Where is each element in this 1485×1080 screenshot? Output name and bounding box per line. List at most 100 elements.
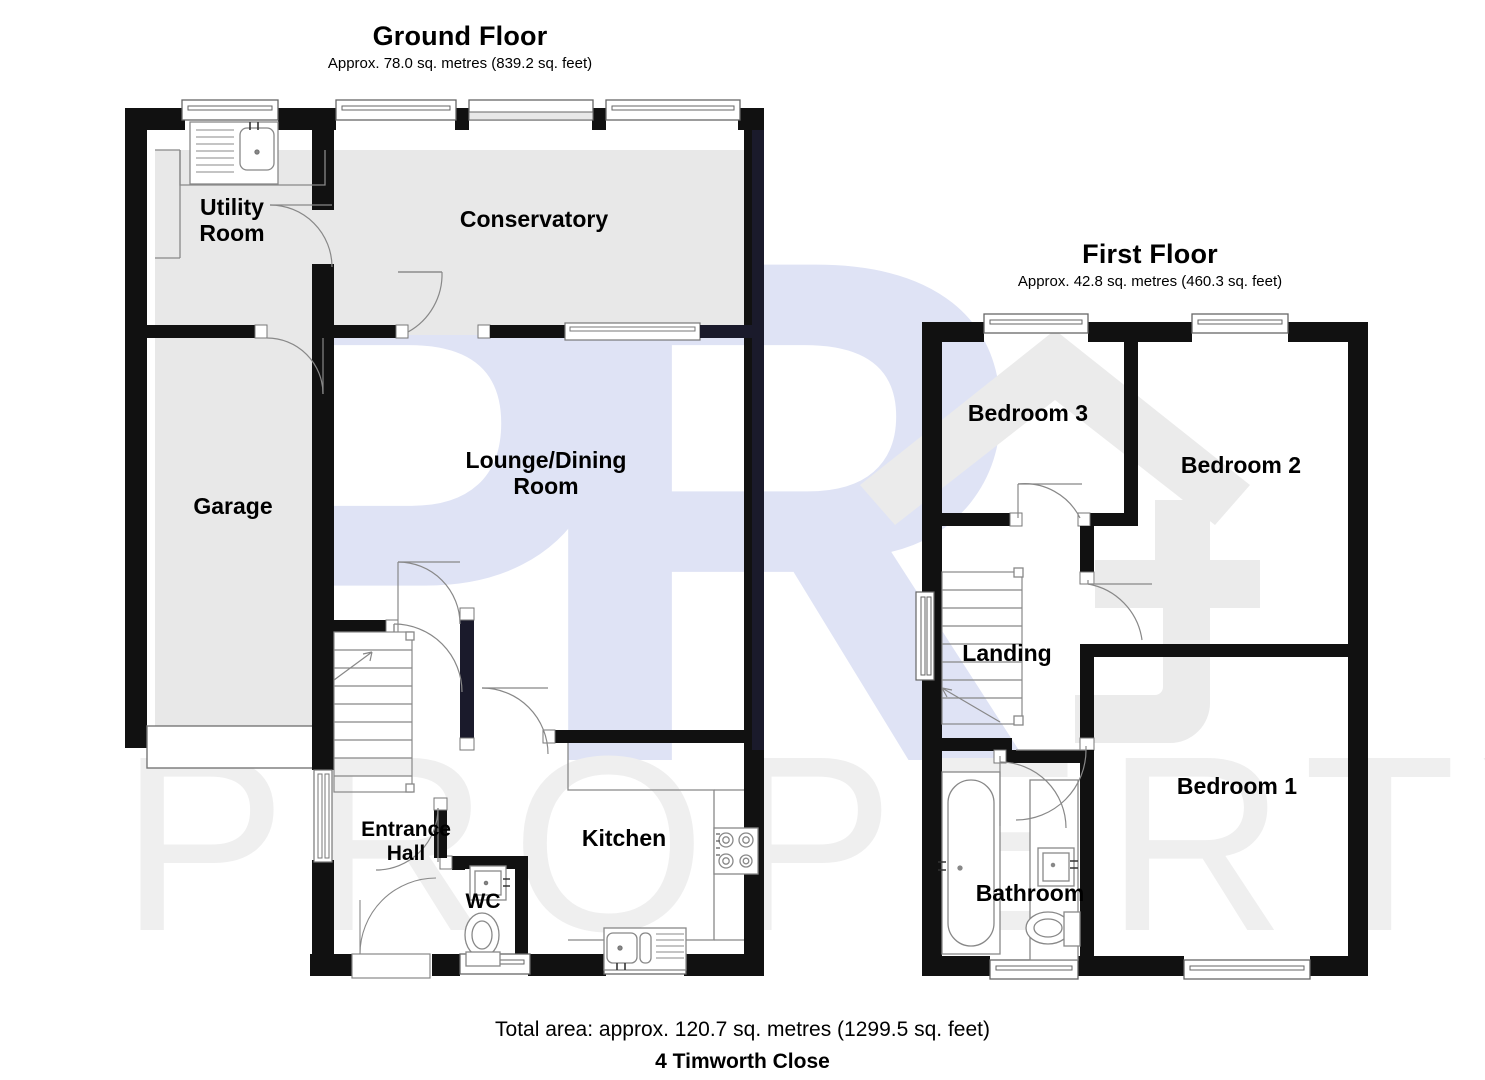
door-swing-cons xyxy=(407,271,443,333)
ff-wall-top-a xyxy=(922,322,984,342)
utility-drainer xyxy=(196,129,234,173)
gf-door-jamb-lounge-top xyxy=(459,607,475,621)
gf-wall-top-a xyxy=(125,108,185,130)
room-label-entrance-hall: Entrance Hall xyxy=(361,818,451,865)
ff-wall-top-c xyxy=(1288,322,1368,342)
door-swing-utility xyxy=(269,204,333,268)
gf-window-hall-pane xyxy=(317,773,323,859)
gf-window-cons-2-pane xyxy=(468,111,594,121)
gf-window-cons-3-pane xyxy=(611,105,735,111)
ff-wall-bathroom-right xyxy=(1080,763,1094,958)
door-swing-lounge-hall xyxy=(397,561,461,625)
gf-wall-cons-b xyxy=(490,325,565,338)
bathroom-toilet-cistern xyxy=(1063,911,1081,947)
gf-door-jamb-cons2 xyxy=(477,324,491,339)
ff-wall-bathroom-top-a xyxy=(942,738,1008,751)
gf-wall-wc-left xyxy=(452,856,465,870)
room-label-lounge-dining: Lounge/Dining Room xyxy=(465,447,627,499)
ff-wall-top-b xyxy=(1088,322,1192,342)
kitchen-drainer xyxy=(656,933,684,959)
conservatory-floor-shading xyxy=(325,150,755,335)
ff-wall-bed3-bottom-a xyxy=(942,513,1010,526)
gf-wall-top-c xyxy=(455,108,469,130)
ff-wall-bed2-bed1 xyxy=(1094,644,1350,657)
gf-window-cons-pane xyxy=(569,326,696,332)
gf-wall-top-d xyxy=(592,108,606,130)
kitchen-worktop-edge xyxy=(714,789,744,941)
ff-wall-bottom-b xyxy=(1078,956,1184,976)
ff-door-jamb-landing xyxy=(1079,571,1095,585)
ff-wall-bottom-c xyxy=(1310,956,1368,976)
gf-garage-corner xyxy=(125,726,147,748)
gf-wall-kitchen-top xyxy=(555,730,745,743)
gf-window-hall-pane2 xyxy=(324,773,330,859)
ff-wall-right xyxy=(1348,322,1368,976)
gf-door-jamb-lounge-bot xyxy=(459,737,475,751)
gf-wall-utility-right-bot xyxy=(312,264,334,334)
gf-wall-top-b xyxy=(278,108,336,130)
door-swing-garage xyxy=(266,337,324,395)
gf-wall-bottom-c xyxy=(528,954,606,976)
watermark-word: PROPERTY xyxy=(120,704,1485,983)
gf-wall-spine-lower-b xyxy=(312,860,334,976)
bathroom-basin-bowl xyxy=(1042,852,1070,882)
front-door xyxy=(351,877,437,979)
room-label-bathroom: Bathroom xyxy=(975,880,1085,906)
ff-wall-bed3-bottom-b xyxy=(1090,513,1138,526)
gf-wall-bottom-b xyxy=(432,954,460,976)
gf-wall-wc-stub xyxy=(434,810,447,858)
gf-wall-hall-top xyxy=(334,620,386,632)
ff-door-jamb-bed3-b xyxy=(1009,512,1023,527)
gf-wall-right-inner xyxy=(752,130,764,750)
garage-door xyxy=(146,725,330,769)
room-label-bedroom-2: Bedroom 2 xyxy=(1180,452,1302,478)
room-label-wc: WC xyxy=(465,890,501,913)
bath-tub-inner xyxy=(947,779,995,947)
gf-wall-left xyxy=(125,108,147,748)
room-label-utility-room: Utility Room xyxy=(199,194,265,246)
ff-window-bathroom-pane xyxy=(995,965,1073,971)
ff-wall-bed1-left xyxy=(1080,644,1094,738)
ff-window-landing-pane xyxy=(920,596,926,676)
ff-window-bed1-pane xyxy=(1189,965,1305,971)
kitchen-sink-bowl2 xyxy=(639,932,652,964)
gf-wall-bottom-d xyxy=(684,954,764,976)
ff-window-landing-pane2 xyxy=(926,596,932,676)
ff-fixtures xyxy=(938,567,1081,961)
door-swing-wc xyxy=(375,807,439,871)
room-label-garage: Garage xyxy=(193,493,273,519)
first-floor-title: First Floor xyxy=(1082,239,1218,269)
gf-wall-utility-garage xyxy=(147,325,255,338)
wc-toilet-cistern xyxy=(465,951,501,967)
gf-wall-wc-right xyxy=(515,856,528,966)
utility-alcove xyxy=(155,149,181,259)
wc-toilet-seat xyxy=(471,920,493,950)
ff-window-bed2-pane xyxy=(1197,319,1283,325)
gf-wall-lounge-left-b xyxy=(460,678,474,738)
ff-wall-landing-stub xyxy=(1080,526,1094,572)
bath-drain xyxy=(957,865,963,871)
gf-wall-spine-upper xyxy=(312,325,334,620)
door-swing-bathroom xyxy=(999,761,1067,829)
gf-door-jamb-wc2 xyxy=(433,797,448,811)
gf-door-jamb-stairs xyxy=(385,619,399,633)
staircase-down xyxy=(333,631,415,793)
ground-floor-plan xyxy=(125,99,764,979)
first-floor-area: Approx. 42.8 sq. metres (460.3 sq. feet) xyxy=(1017,272,1283,290)
ff-door-jamb-bed3-a xyxy=(1077,512,1091,527)
gf-wall-cons-a xyxy=(334,325,396,338)
gf-wall-cons-c xyxy=(700,325,752,338)
utility-sink xyxy=(239,127,275,171)
room-label-kitchen: Kitchen xyxy=(581,825,667,851)
door-swing-stairs xyxy=(393,623,463,693)
gf-door-leaves xyxy=(393,271,548,862)
ff-door-jamb-bed1 xyxy=(1079,737,1095,751)
gf-wall-spine-lower-a xyxy=(312,730,334,770)
ground-floor-area: Approx. 78.0 sq. metres (839.2 sq. feet) xyxy=(327,54,593,72)
total-area-text: Total area: approx. 120.7 sq. metres (12… xyxy=(495,1018,990,1041)
utility-sink-drain xyxy=(254,149,260,155)
gf-wall-spine-mid xyxy=(312,620,334,730)
ff-wall-bottom-a xyxy=(922,956,990,976)
